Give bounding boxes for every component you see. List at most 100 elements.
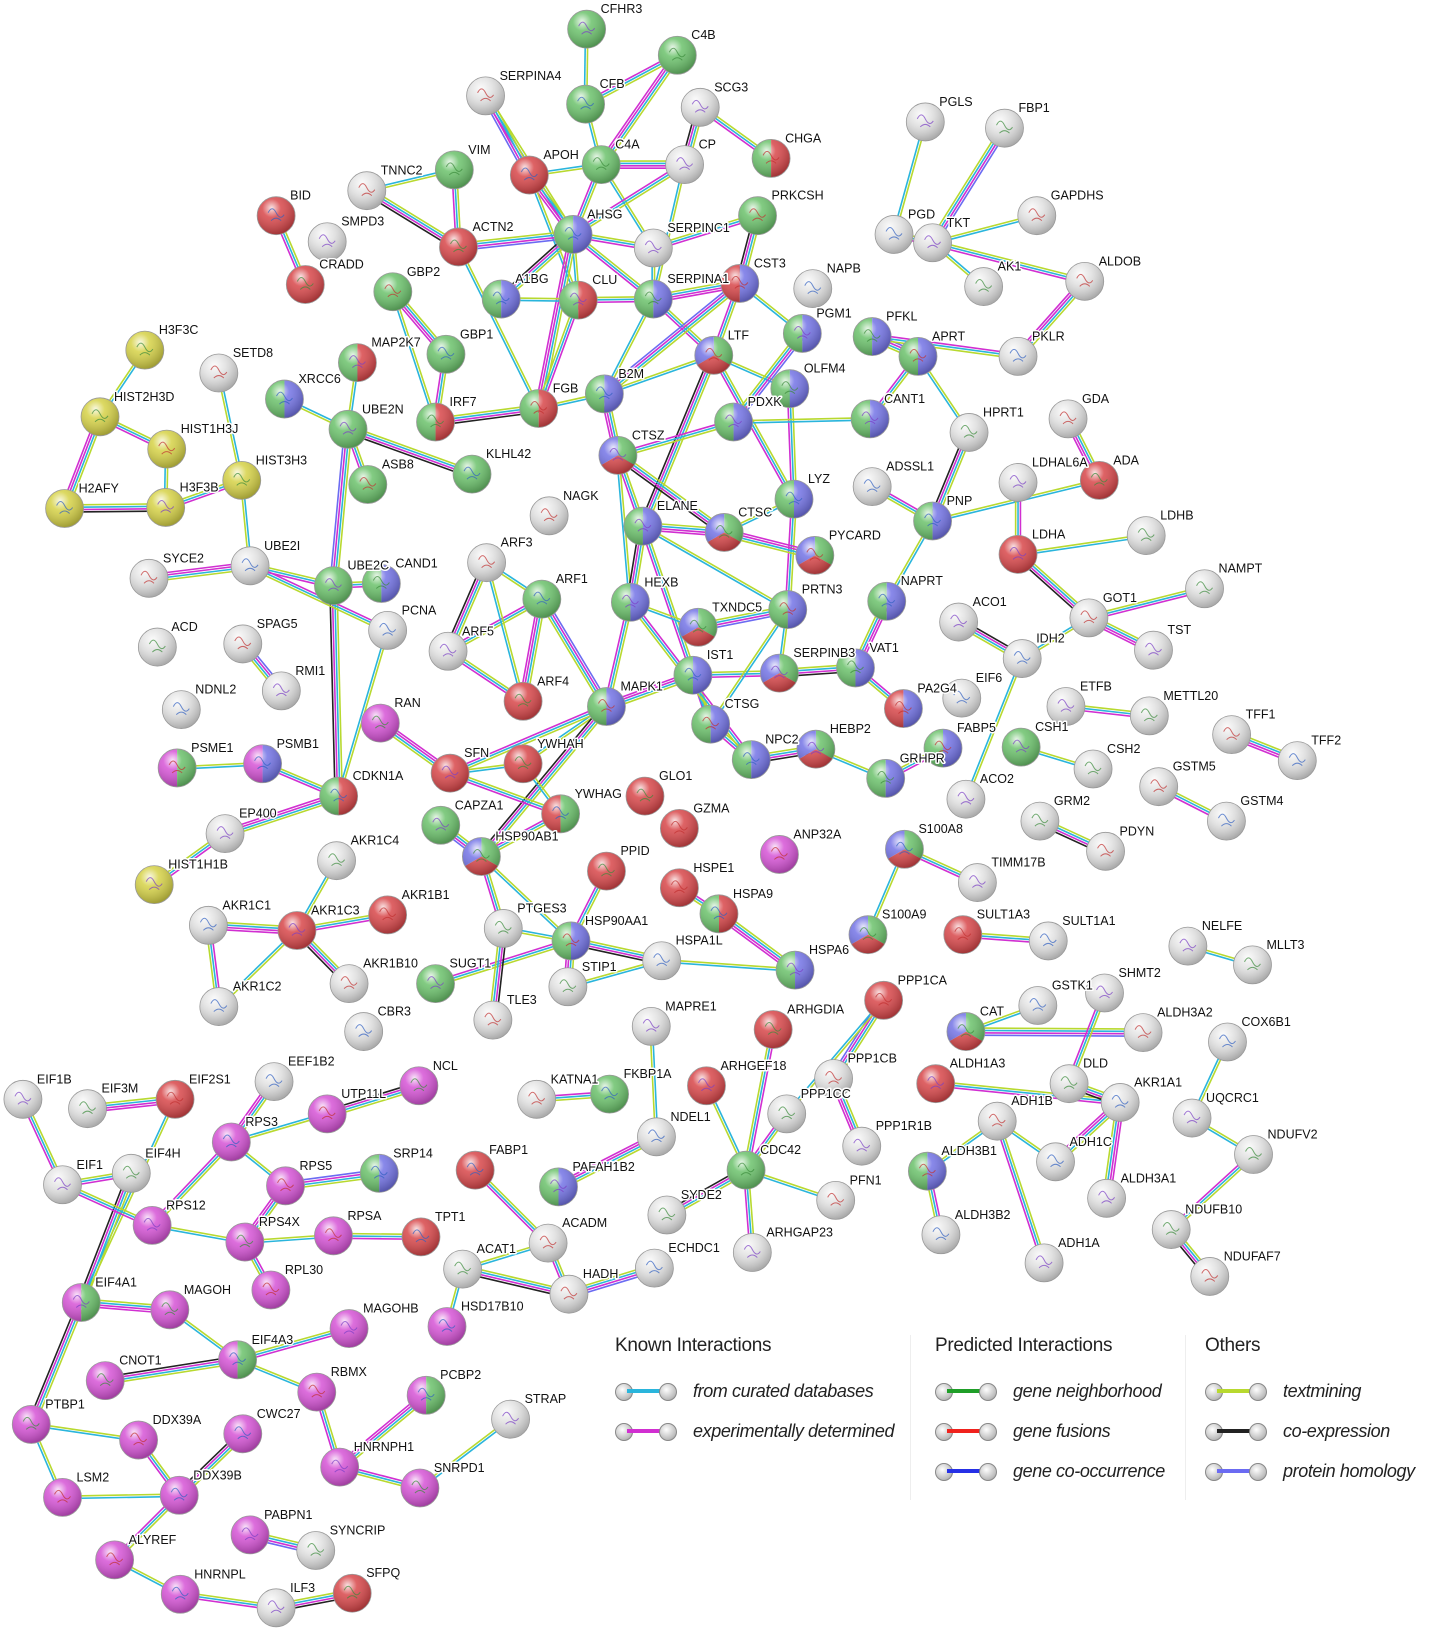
node-ctsc[interactable]: [704, 513, 744, 552]
node-ndufb10[interactable]: [1151, 1210, 1191, 1249]
node-adh1c[interactable]: [1036, 1142, 1075, 1182]
node-arf5[interactable]: [428, 631, 468, 671]
node-aldh3a2[interactable]: [1123, 1013, 1163, 1053]
node-ncl[interactable]: [399, 1066, 439, 1106]
node-lsm2[interactable]: [43, 1477, 82, 1517]
node-prtn3[interactable]: [768, 590, 808, 629]
node-ndel1[interactable]: [637, 1117, 676, 1157]
node-ptges3[interactable]: [483, 909, 523, 948]
node-ppp1r1b[interactable]: [842, 1126, 882, 1166]
node-fbp1[interactable]: [985, 108, 1024, 148]
node-cat[interactable]: [946, 1012, 986, 1051]
node-cnot1[interactable]: [85, 1361, 125, 1401]
node-rps4x[interactable]: [225, 1222, 265, 1262]
node-ak1[interactable]: [964, 267, 1004, 306]
node-rpl30[interactable]: [251, 1270, 291, 1310]
node-fgb[interactable]: [519, 389, 559, 428]
node-h3f3c[interactable]: [125, 330, 165, 370]
node-pa2g4[interactable]: [884, 689, 923, 728]
node-timm17b[interactable]: [957, 863, 997, 902]
node-hprt1[interactable]: [949, 413, 989, 452]
node-eif4a1[interactable]: [61, 1283, 101, 1322]
node-klhl42[interactable]: [452, 454, 492, 494]
node-c4a[interactable]: [581, 145, 621, 185]
node-clu[interactable]: [558, 280, 598, 320]
node-gda[interactable]: [1048, 399, 1088, 439]
node-ywhag[interactable]: [541, 794, 580, 834]
node-eif2s1[interactable]: [155, 1079, 195, 1119]
node-serpinb3[interactable]: [760, 653, 799, 693]
node-csh2[interactable]: [1073, 749, 1113, 789]
node-tff2[interactable]: [1277, 741, 1317, 781]
node-stip1[interactable]: [548, 967, 588, 1007]
node-hist1h1b[interactable]: [134, 865, 174, 905]
node-ddx39b[interactable]: [159, 1475, 199, 1515]
node-magoh[interactable]: [150, 1290, 190, 1330]
node-pycard[interactable]: [795, 535, 835, 575]
node-rps3[interactable]: [211, 1122, 251, 1162]
node-rbmx[interactable]: [297, 1372, 337, 1412]
node-gbp2[interactable]: [373, 272, 413, 312]
node-serpina4[interactable]: [466, 76, 505, 116]
node-idh2[interactable]: [1002, 639, 1042, 678]
node-aco1[interactable]: [939, 602, 979, 642]
node-akr1c3[interactable]: [277, 911, 317, 950]
node-hspa1l[interactable]: [642, 941, 682, 981]
node-adssl1[interactable]: [852, 467, 892, 507]
node-h2afy[interactable]: [45, 489, 85, 528]
node-hsp90aa1[interactable]: [551, 921, 591, 961]
node-arf4[interactable]: [503, 681, 543, 721]
node-pcbp2[interactable]: [406, 1375, 446, 1415]
node-napb[interactable]: [793, 269, 833, 309]
node-rmi1[interactable]: [261, 671, 301, 711]
node-ppp1cc[interactable]: [767, 1094, 807, 1134]
node-cand1[interactable]: [361, 564, 401, 603]
node-eef1b2[interactable]: [254, 1062, 294, 1101]
node-echdc1[interactable]: [634, 1248, 674, 1288]
node-chga[interactable]: [751, 138, 791, 178]
node-eif4a3[interactable]: [218, 1340, 257, 1380]
node-arhgap23[interactable]: [732, 1233, 772, 1272]
node-setd8[interactable]: [199, 353, 239, 393]
node-cp[interactable]: [665, 145, 704, 185]
node-psmb1[interactable]: [243, 744, 282, 784]
node-magohb[interactable]: [329, 1309, 369, 1348]
node-ppp1ca[interactable]: [864, 980, 904, 1020]
node-mllt3[interactable]: [1233, 945, 1272, 985]
node-hexb[interactable]: [611, 582, 650, 622]
node-sult1a1[interactable]: [1028, 921, 1068, 961]
node-pafah1b2[interactable]: [539, 1167, 578, 1207]
node-ndufv2[interactable]: [1234, 1135, 1273, 1174]
node-ptbp1[interactable]: [11, 1405, 51, 1444]
node-nampt[interactable]: [1185, 569, 1224, 609]
node-a1bg[interactable]: [481, 279, 521, 319]
node-ldhb[interactable]: [1126, 516, 1166, 555]
node-scg3[interactable]: [680, 87, 720, 127]
node-acadm[interactable]: [528, 1223, 568, 1263]
node-ndufaf7[interactable]: [1190, 1257, 1230, 1296]
node-tpt1[interactable]: [401, 1217, 441, 1257]
node-grm2[interactable]: [1020, 801, 1060, 841]
node-syce2[interactable]: [129, 558, 169, 598]
node-ctsz[interactable]: [598, 435, 638, 475]
node-hist1h3j[interactable]: [147, 429, 187, 469]
node-csh1[interactable]: [1001, 727, 1041, 767]
node-hspe1[interactable]: [659, 868, 699, 908]
node-b2m[interactable]: [584, 374, 624, 414]
node-fabp5[interactable]: [923, 728, 963, 768]
node-rpsa[interactable]: [314, 1216, 353, 1256]
node-nagk[interactable]: [529, 496, 569, 536]
node-akr1b1[interactable]: [368, 895, 408, 935]
node-ctsg[interactable]: [691, 704, 731, 744]
node-acd[interactable]: [137, 627, 177, 667]
node-lyz[interactable]: [774, 479, 814, 519]
node-alyref[interactable]: [95, 1540, 135, 1580]
node-tkt[interactable]: [913, 223, 952, 263]
node-ppid[interactable]: [587, 851, 626, 891]
node-katna1[interactable]: [517, 1079, 557, 1119]
node-cdc42[interactable]: [726, 1150, 766, 1190]
node-pcna[interactable]: [368, 611, 408, 650]
node-hnrnph1[interactable]: [320, 1447, 360, 1487]
node-pnp[interactable]: [913, 501, 952, 541]
node-gbp1[interactable]: [426, 334, 466, 374]
